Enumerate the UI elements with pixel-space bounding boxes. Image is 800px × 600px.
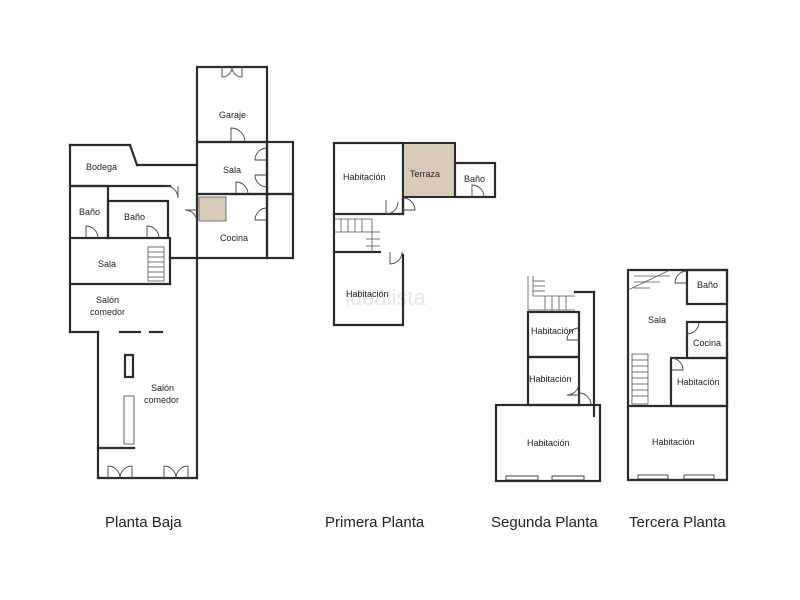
room-label-tp-bano: Baño <box>697 280 718 290</box>
segunda-planta-plan <box>494 276 602 483</box>
room-label-pp-bano: Baño <box>464 174 485 184</box>
room-label-salon-2-b: comedor <box>144 395 179 405</box>
primera-planta-plan <box>332 141 497 327</box>
tercera-planta-plan <box>626 268 729 482</box>
floor-label-primera-planta: Primera Planta <box>325 514 425 531</box>
room-label-sala-top: Sala <box>223 165 241 175</box>
room-label-tp-cocina: Cocina <box>693 338 721 348</box>
watermark: idealista <box>345 285 426 310</box>
room-label-bano-1: Baño <box>79 207 100 217</box>
room-label-salon-1-b: comedor <box>90 307 125 317</box>
room-label-pp-terraza: Terraza <box>410 169 440 179</box>
floor-label-segunda-planta: Segunda Planta <box>491 514 598 531</box>
room-label-pp-habitacion-1: Habitación <box>343 172 386 182</box>
room-label-tp-sala: Sala <box>648 315 666 325</box>
planta-baja-plan <box>68 65 295 480</box>
room-label-bano-2: Baño <box>124 212 145 222</box>
room-label-pp-habitacion-2: Habitación <box>346 289 389 299</box>
room-label-garaje: Garaje <box>219 110 246 120</box>
room-label-salon-1-a: Salón <box>96 295 119 305</box>
room-label-tp-habitacion-2: Habitación <box>652 437 695 447</box>
room-label-cocina: Cocina <box>220 233 248 243</box>
room-label-tp-habitacion-1: Habitación <box>677 377 720 387</box>
patio-fill <box>198 196 227 222</box>
floor-label-tercera-planta: Tercera Planta <box>629 514 726 531</box>
room-label-sala: Sala <box>98 259 116 269</box>
room-label-bodega: Bodega <box>86 162 117 172</box>
floor-label-planta-baja: Planta Baja <box>105 514 182 531</box>
room-label-salon-2-a: Salón <box>151 383 174 393</box>
room-label-sp-habitacion-3: Habitación <box>527 438 570 448</box>
room-label-sp-habitacion-2: Habitación <box>529 374 572 384</box>
room-label-sp-habitacion-1: Habitación <box>531 326 574 336</box>
